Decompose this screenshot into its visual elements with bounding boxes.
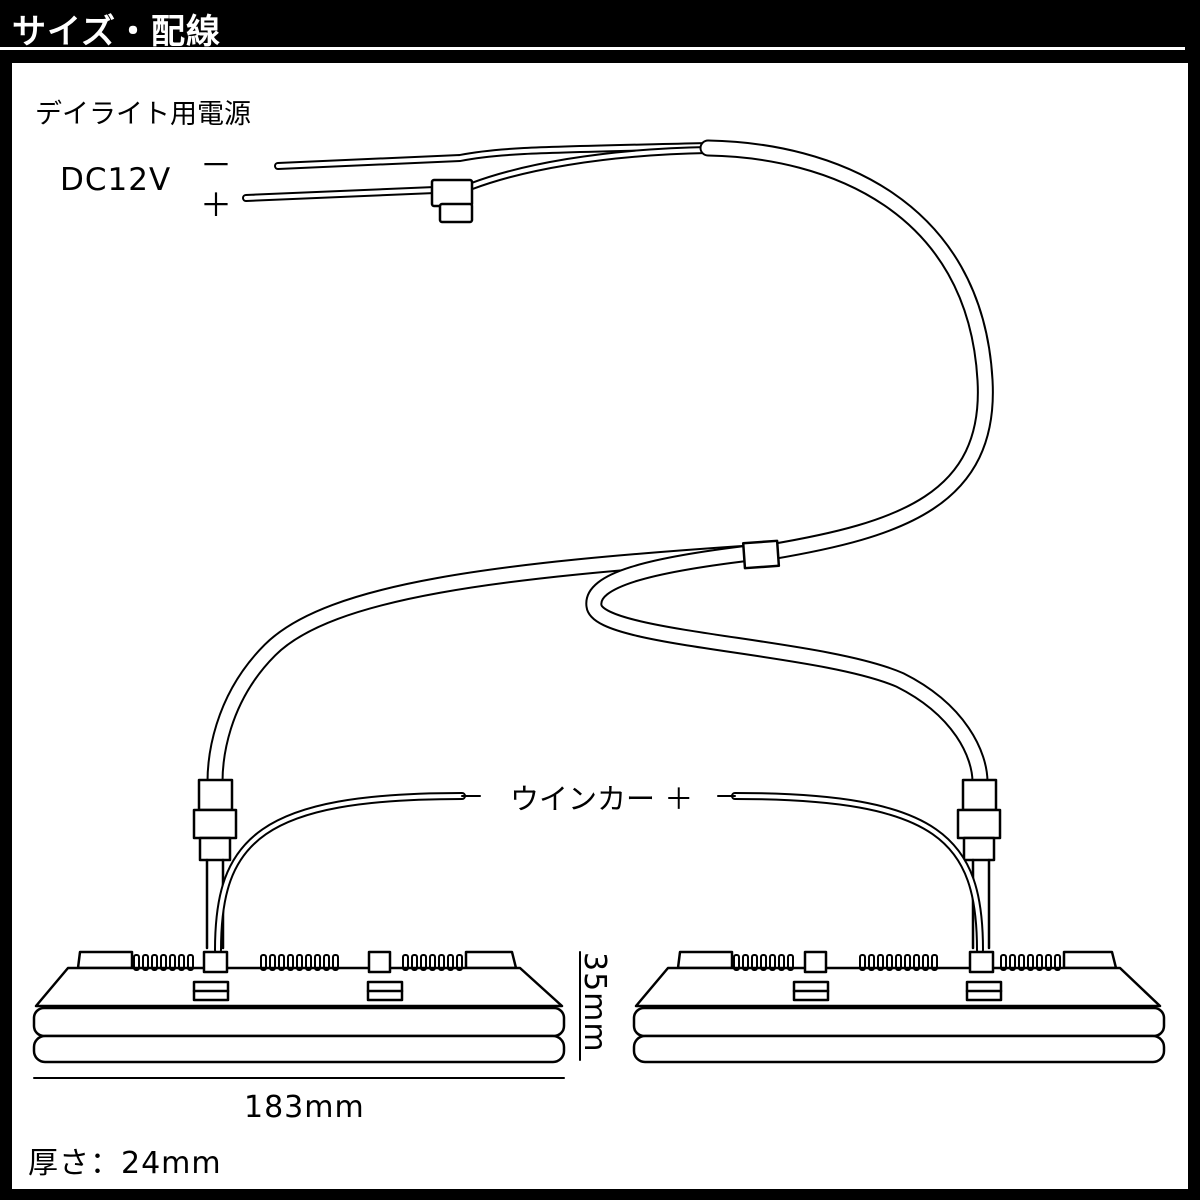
- fuse-holder: [430, 178, 474, 224]
- left-blinker-wire: [214, 792, 481, 954]
- header-bar: サイズ・配線: [0, 0, 1200, 52]
- thickness-label: 厚さ：24mm: [28, 1146, 222, 1181]
- header-underline: [0, 47, 1185, 50]
- positive-terminal-label: ＋: [200, 186, 233, 224]
- main-harness: [699, 139, 994, 561]
- page-title: サイズ・配線: [12, 12, 221, 52]
- right-blinker-wire: [717, 792, 984, 954]
- blinker-label: ウインカー ＋: [510, 782, 694, 816]
- splitter-sleeve: [741, 539, 781, 570]
- voltage-label: DC12V: [60, 162, 172, 198]
- power-wires: [242, 142, 712, 202]
- left-branch-cable: [206, 544, 759, 791]
- width-dimension-label: 183mm: [244, 1090, 365, 1125]
- right-lamp: [632, 950, 1166, 1064]
- left-lamp: [32, 950, 566, 1064]
- left-connector: [192, 778, 238, 950]
- right-branch-cable: [585, 544, 989, 791]
- height-dimension-label: 35mm: [577, 952, 612, 1053]
- negative-terminal-label: －: [200, 146, 233, 184]
- power-source-label: デイライト用電源: [35, 99, 251, 130]
